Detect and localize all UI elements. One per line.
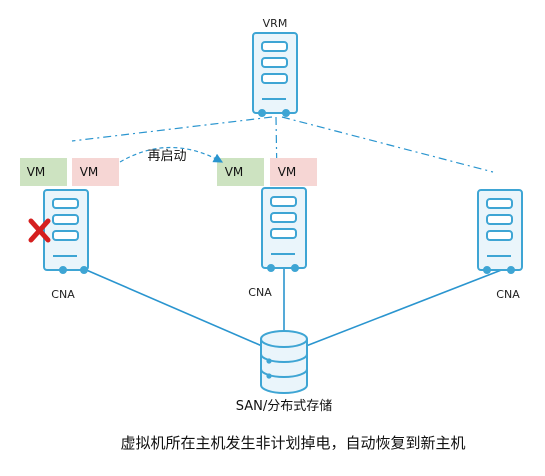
cna-label-mid: CNA — [248, 286, 272, 299]
restart-arrow — [119, 147, 224, 163]
cna-server-left — [43, 189, 89, 274]
storage-label: SAN/分布式存储 — [236, 399, 333, 414]
vm-source-green — [20, 158, 67, 186]
caption: 虚拟机所在主机发生非计划掉电，自动恢复到新主机 — [120, 434, 465, 452]
vrm-label: VRM — [263, 17, 288, 30]
vrm-server — [252, 32, 298, 117]
vm-source-green-label: VM — [27, 165, 46, 179]
restart-label: 再启动 — [147, 149, 186, 164]
storage-link-left — [83, 268, 263, 347]
vrm-link-left — [71, 116, 273, 142]
failure-x-icon — [28, 218, 51, 243]
cna-label-right: CNA — [496, 288, 520, 301]
vm-target-pink-label: VM — [278, 165, 297, 179]
cna-label-left: CNA — [51, 288, 75, 301]
storage-link-right — [305, 268, 505, 347]
vm-source-pink-label: VM — [80, 165, 99, 179]
cna-server-right — [477, 189, 523, 274]
vm-target-green-label: VM — [225, 165, 244, 179]
vm-source-pink — [72, 158, 119, 186]
vrm-link-right — [281, 116, 494, 173]
management-links — [71, 116, 494, 181]
vrm-link-mid — [275, 116, 278, 181]
storage-links — [83, 268, 505, 347]
storage-database-icon — [260, 330, 308, 394]
vm-target-pink — [270, 158, 317, 186]
cna-server-mid — [261, 187, 307, 272]
vm-target-green — [217, 158, 264, 186]
